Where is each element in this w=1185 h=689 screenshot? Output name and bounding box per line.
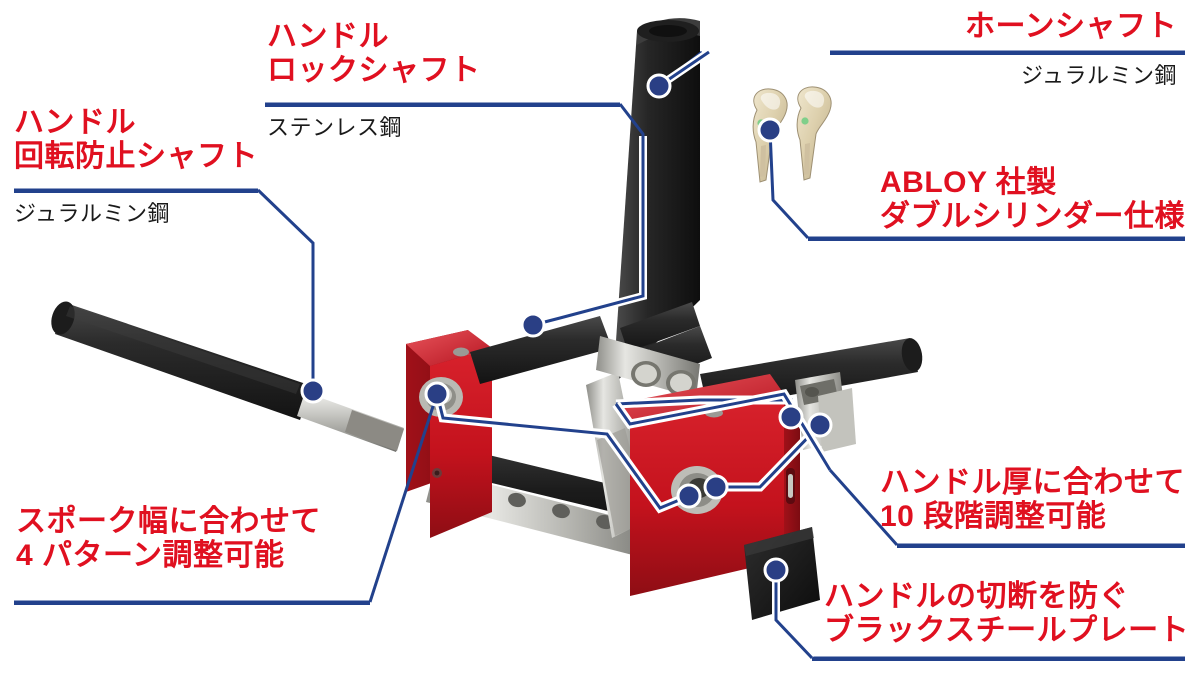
callout-spoke-width-adjust: スポーク幅に合わせて 4 パターン調整可能 [16,505,321,572]
callout-horn-shaft: ホーンシャフト [965,10,1177,44]
callout-black-steel-plate: ハンドルの切断を防ぐ ブラックスチールプレート [824,580,1185,647]
callout-title-line2: ブラックスチールプレート [824,613,1185,647]
callout-title-line1: ABLOY 社製 [880,166,1057,199]
callout-title-line2: ロックシャフト [267,53,481,87]
rule-black-plate [812,658,1185,661]
callout-anti-rotation-shaft-sub: ジュラルミン鋼 [14,198,170,227]
callout-title-line1: スポーク幅に合わせて [16,505,321,538]
anti-rotation-shaft-metal [297,392,404,452]
rule-horn-shaft [830,52,1185,55]
callout-anti-rotation-shaft: ハンドル 回転防止シャフト [14,106,258,173]
callout-abloy-cylinder: ABLOY 社製 ダブルシリンダー仕様 [880,166,1185,233]
rule-spoke-width [14,602,370,605]
callout-handle-thickness-adjust: ハンドル厚に合わせて 10 段階調整可能 [880,466,1185,533]
callout-subtitle: ステンレス鋼 [267,115,403,140]
callout-title-line1: ハンドル [14,106,136,139]
callout-title-line1: ハンドル厚に合わせて [880,466,1185,499]
rule-abloy [808,238,1185,241]
rule-handle-lock-shaft [265,104,620,107]
callout-title-line2: 4 パターン調整可能 [16,538,285,572]
left-foam-grip [51,301,312,420]
callout-title-line2: ダブルシリンダー仕様 [880,199,1185,233]
callout-title-line2: 10 段階調整可能 [880,499,1107,533]
rule-handle-thickness [897,545,1185,548]
callout-title-line2: 回転防止シャフト [14,139,258,173]
callout-title-line1: ハンドルの切断を防ぐ [824,580,1129,613]
callout-handle-lock-shaft: ハンドル ロックシャフト [267,20,481,87]
abloy-keys [752,86,832,183]
callout-subtitle: ジュラルミン鋼 [14,201,170,226]
callout-title-line1: ハンドル [267,20,389,53]
callout-handle-lock-shaft-sub: ステンレス鋼 [267,112,402,141]
rear-upper-foam-grip [470,316,612,384]
rule-anti-rotation [14,190,258,193]
callout-horn-shaft-sub: ジュラルミン鋼 [1021,60,1177,89]
callout-subtitle: ジュラルミン鋼 [1021,63,1177,88]
callout-title: ホーンシャフト [965,10,1177,43]
